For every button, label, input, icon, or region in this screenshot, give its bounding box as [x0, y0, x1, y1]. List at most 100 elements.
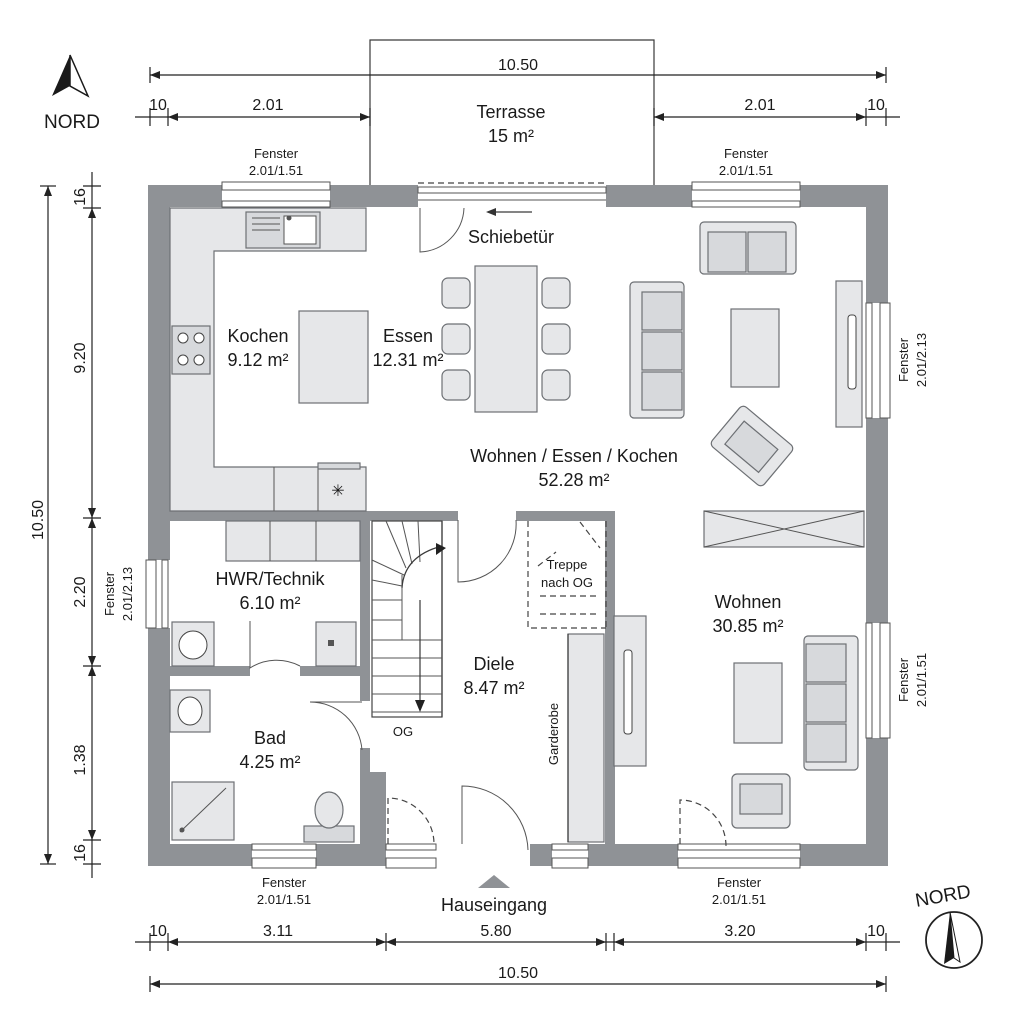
north-arrow-icon — [52, 55, 70, 96]
dim-bottom-3: 3.20 — [724, 923, 755, 940]
window-size-bottom-right: 2.01/1.51 — [712, 892, 766, 907]
dim-left-5: 16 — [72, 844, 89, 862]
living-lower: Wohnen 30.85 m² — [613, 592, 859, 847]
dining-table — [474, 265, 538, 413]
diele: Garderobe Diele 8.47 m² Hauseingang — [387, 633, 605, 915]
sliding-door — [417, 186, 607, 194]
window-size-right-upper: 2.01/2.13 — [914, 333, 929, 387]
window-bottom-left — [251, 843, 317, 851]
wohnen-area: 30.85 m² — [712, 616, 783, 636]
coffee-table-upper — [730, 308, 780, 388]
dim-top-right-small: 10 — [867, 97, 885, 114]
bad-name: Bad — [254, 728, 286, 748]
window-label-left: Fenster — [102, 571, 117, 616]
entrance-door — [461, 785, 529, 851]
dim-left-4: 1.38 — [72, 744, 89, 775]
dim-bottom-1: 3.11 — [263, 923, 293, 940]
dim-top-left-small: 10 — [149, 97, 167, 114]
window-label-bottom-left: Fenster — [262, 875, 307, 890]
staircase: OG — [371, 519, 517, 739]
sideboard-lower — [613, 615, 647, 767]
garderobe-cabinet — [567, 633, 605, 843]
schiebetuer-label: Schiebetür — [468, 227, 554, 247]
hwr-area: 6.10 m² — [239, 593, 300, 613]
wek-name: Wohnen / Essen / Kochen — [470, 446, 678, 466]
fan-icon: ✳ — [331, 483, 344, 500]
dining: Essen 12.31 m² — [372, 265, 571, 413]
window-left — [145, 559, 157, 629]
divider-unit — [703, 510, 865, 548]
window-top-right — [691, 181, 801, 191]
bad: Bad 4.25 m² — [169, 689, 363, 843]
garderobe-label: Garderobe — [546, 703, 561, 765]
hauseingang-label: Hauseingang — [441, 895, 547, 915]
window-size-left: 2.01/2.13 — [120, 567, 135, 621]
coffee-table-lower — [733, 662, 783, 744]
sliding-door-note: Schiebetür — [419, 207, 554, 253]
kitchen: ✳ Kochen 9.12 m² — [169, 207, 369, 512]
treppe-label-1: Treppe — [547, 557, 588, 572]
left-dimensions: 10.50 16 9.20 2.20 1.38 16 — [30, 172, 101, 878]
og-label: OG — [393, 724, 413, 739]
window-label-right-lower: Fenster — [896, 657, 911, 702]
window-label-right-upper: Fenster — [896, 337, 911, 382]
window-size-right-lower: 2.01/1.51 — [914, 653, 929, 707]
terrasse-name: Terrasse — [476, 102, 545, 122]
dim-left-3: 2.20 — [72, 576, 89, 607]
wohnen-name: Wohnen — [715, 592, 782, 612]
essen-name: Essen — [383, 326, 433, 346]
window-size-bottom-left: 2.01/1.51 — [257, 892, 311, 907]
window-label-bottom-right: Fenster — [717, 875, 762, 890]
dim-bottom-right-small: 10 — [867, 923, 885, 940]
dim-left-2: 9.20 — [72, 342, 89, 373]
dim-bottom-2: 5.80 — [480, 923, 511, 940]
chairs — [441, 277, 571, 401]
dim-bottom-left-small: 10 — [149, 923, 167, 940]
dim-overall-left: 10.50 — [30, 500, 47, 540]
window-right-upper — [879, 302, 891, 419]
window-labels: Fenster 2.01/1.51 Fenster 2.01/1.51 Fens… — [102, 146, 929, 907]
nord-label-top: NORD — [44, 112, 100, 133]
terrasse-area: 15 m² — [488, 126, 534, 146]
window-label-top-right: Fenster — [724, 146, 769, 161]
dim-overall-top: 10.50 — [498, 57, 538, 74]
armchair-upper — [710, 405, 794, 487]
kitchen-island — [298, 310, 369, 404]
cooktop-icon — [171, 325, 211, 375]
bad-area: 4.25 m² — [239, 752, 300, 772]
hwr-name: HWR/Technik — [215, 569, 325, 589]
north-compass-bottom: NORD — [914, 881, 983, 969]
stair-arrow-icon — [415, 700, 425, 712]
treppe-label-2: nach OG — [541, 575, 593, 590]
dim-top-left: 2.01 — [252, 97, 283, 114]
dim-left-1: 16 — [72, 188, 89, 206]
diele-name: Diele — [473, 654, 514, 674]
window-size-top-right: 2.01/1.51 — [719, 163, 773, 178]
window-bottom-right — [677, 843, 801, 851]
diele-area: 8.47 m² — [463, 678, 524, 698]
wek-area: 52.28 m² — [538, 470, 609, 490]
dim-top-right: 2.01 — [744, 97, 775, 114]
kochen-area: 9.12 m² — [227, 350, 288, 370]
north-arrow-top: NORD — [44, 54, 100, 133]
nord-label-bottom: NORD — [914, 881, 973, 911]
boiler-icon — [315, 621, 357, 667]
entrance-triangle-icon — [478, 875, 510, 888]
window-right-lower — [879, 622, 891, 739]
living-upper: Wohnen / Essen / Kochen 52.28 m² — [470, 221, 863, 490]
bottom-dimensions: 10 3.11 5.80 3.20 10 10.50 — [135, 923, 900, 992]
top-dimensions: 10.50 10 2.01 2.01 10 — [135, 57, 900, 126]
window-size-top-left: 2.01/1.51 — [249, 163, 303, 178]
stairs-to-og: Treppe nach OG — [527, 521, 607, 629]
inner-walls — [168, 511, 615, 846]
arrow-left-icon — [486, 208, 496, 216]
window-top-left — [221, 181, 331, 191]
windows — [145, 181, 891, 869]
essen-area: 12.31 m² — [372, 350, 443, 370]
kochen-name: Kochen — [227, 326, 288, 346]
window-label-top-left: Fenster — [254, 146, 299, 161]
dim-overall-bottom: 10.50 — [498, 965, 538, 982]
hwr-technik: HWR/Technik 6.10 m² — [171, 520, 361, 669]
outer-walls — [148, 185, 888, 866]
